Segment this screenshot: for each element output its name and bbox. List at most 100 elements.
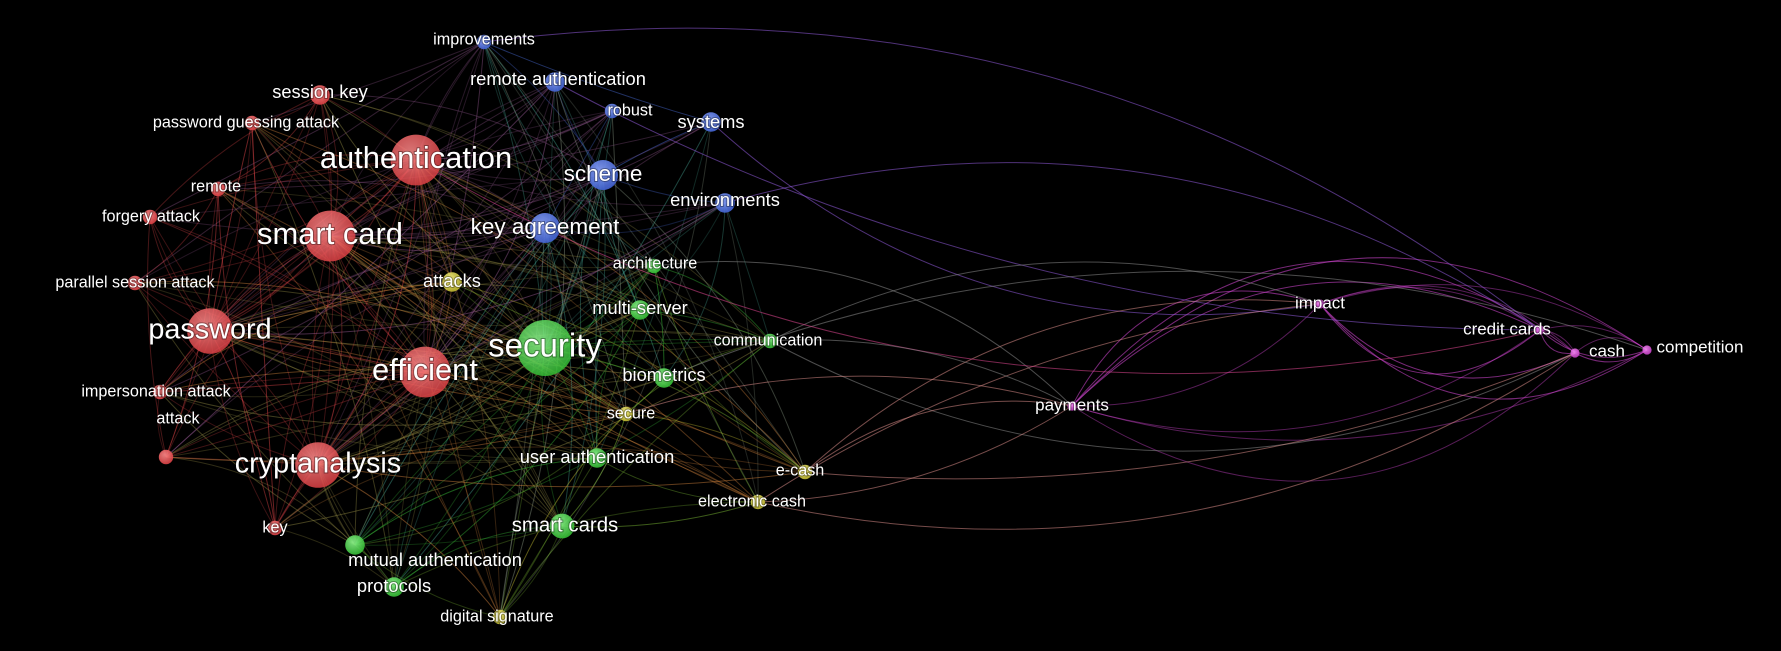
node-attack[interactable] (158, 449, 174, 465)
node-payments[interactable] (1067, 401, 1077, 411)
label-communication[interactable]: communication (713, 330, 824, 350)
link-3-32 (251, 122, 395, 588)
link-2-7 (217, 94, 321, 190)
node-cryptanalysis[interactable] (295, 442, 341, 488)
link-23-25 (165, 456, 598, 465)
link-19-32 (393, 371, 426, 588)
label-key-agreement[interactable]: key agreement (470, 213, 622, 240)
label-remote[interactable]: remote (190, 176, 242, 196)
node-robust[interactable] (604, 103, 620, 119)
label-impersonation-attack[interactable]: impersonation attack (80, 381, 232, 401)
label-session-key[interactable]: session key (271, 80, 369, 103)
node-secure[interactable] (618, 406, 634, 422)
node-attacks[interactable] (442, 272, 462, 292)
node-electronic-cash[interactable] (750, 494, 766, 510)
node-smart-card[interactable] (304, 210, 356, 262)
node-competition[interactable] (1642, 345, 1652, 355)
node-protocols[interactable] (384, 577, 404, 597)
node-key[interactable] (267, 520, 283, 536)
label-security[interactable]: security (487, 326, 603, 365)
label-remote-authentication[interactable]: remote authentication (469, 67, 647, 90)
link-6-22 (159, 159, 417, 393)
label-attacks[interactable]: attacks (422, 269, 482, 292)
node-architecture[interactable] (646, 258, 662, 274)
label-cryptanalysis[interactable]: cryptanalysis (234, 447, 402, 481)
label-smart-card[interactable]: smart card (256, 215, 404, 252)
link-18-20 (544, 340, 771, 349)
label-biometrics[interactable]: biometrics (621, 363, 706, 386)
label-competition[interactable]: competition (1656, 336, 1745, 357)
node-impact[interactable] (1315, 299, 1325, 309)
label-forgery-attack[interactable]: forgery attack (101, 206, 202, 226)
label-robust[interactable]: robust (607, 100, 654, 120)
label-secure[interactable]: secure (606, 403, 657, 423)
node-systems[interactable] (701, 112, 721, 132)
label-multi-server[interactable]: multi-server (591, 296, 688, 319)
label-key[interactable]: key (261, 517, 289, 537)
node-key-agreement[interactable] (530, 213, 560, 243)
label-smart-cards[interactable]: smart cards (511, 513, 620, 537)
node-smart-cards[interactable] (549, 513, 575, 539)
label-parallel-session-attack[interactable]: parallel session attack (54, 272, 216, 292)
link-19-9 (424, 202, 726, 373)
node-improvements[interactable] (476, 34, 492, 50)
link-2-18 (319, 94, 546, 349)
label-password-guessing-attack[interactable]: password guessing attack (152, 112, 341, 132)
label-authentication[interactable]: authentication (319, 139, 513, 176)
node-forgery-attack[interactable] (142, 209, 158, 225)
label-efficient[interactable]: efficient (371, 351, 479, 388)
node-efficient[interactable] (399, 346, 451, 398)
node-e-cash[interactable] (797, 464, 813, 480)
link-18-32 (393, 347, 546, 588)
label-mutual-authentication[interactable]: mutual authentication (347, 548, 523, 571)
link-17-25 (209, 330, 598, 459)
node-session-key[interactable] (310, 85, 330, 105)
label-improvements[interactable]: improvements (432, 29, 536, 49)
label-environments[interactable]: environments (669, 188, 781, 211)
node-password-guessing-attack[interactable] (244, 115, 260, 131)
node-parallel-session-attack[interactable] (127, 275, 143, 291)
node-mutual-authentication[interactable] (345, 535, 365, 555)
link-14-24 (134, 280, 627, 415)
link-20-29 (274, 340, 771, 529)
node-security[interactable] (517, 320, 573, 376)
node-user-authentication[interactable] (587, 448, 607, 468)
link-2-22 (159, 94, 321, 393)
node-communication[interactable] (762, 333, 778, 349)
label-scheme[interactable]: scheme (563, 160, 644, 187)
link-4-25 (579, 110, 613, 459)
link-2-13 (319, 94, 655, 267)
node-multi-server[interactable] (630, 300, 650, 320)
label-e-cash[interactable]: e-cash (775, 460, 826, 480)
label-credit-cards[interactable]: credit cards (1462, 318, 1552, 339)
label-systems[interactable]: systems (676, 110, 745, 133)
label-impact[interactable]: impact (1294, 292, 1346, 313)
link-10-23 (147, 216, 167, 458)
node-remote-authentication[interactable] (545, 72, 565, 92)
node-cash[interactable] (1570, 348, 1580, 358)
link-6-27 (415, 159, 806, 473)
link-30-31 (354, 525, 563, 546)
label-user-authentication[interactable]: user authentication (519, 445, 675, 468)
label-electronic-cash[interactable]: electronic cash (697, 491, 807, 511)
node-password[interactable] (187, 308, 233, 354)
node-remote[interactable] (210, 181, 226, 197)
label-payments[interactable]: payments (1034, 394, 1110, 415)
link-26-1 (317, 81, 556, 466)
label-attack[interactable]: attack (155, 408, 201, 428)
node-digital-signature[interactable] (492, 609, 508, 625)
label-architecture[interactable]: architecture (612, 253, 699, 273)
node-environments[interactable] (715, 193, 735, 213)
node-credit-cards[interactable] (1535, 325, 1545, 335)
link-0-14 (134, 41, 485, 284)
node-authentication[interactable] (390, 134, 442, 186)
label-cash[interactable]: cash (1588, 340, 1626, 361)
node-impersonation-attack[interactable] (152, 384, 168, 400)
node-scheme[interactable] (588, 160, 618, 190)
label-password[interactable]: password (147, 313, 272, 347)
label-protocols[interactable]: protocols (356, 574, 432, 597)
label-digital-signature[interactable]: digital signature (439, 606, 554, 626)
link-13-31 (354, 265, 655, 546)
node-biometrics[interactable] (654, 368, 674, 388)
link-19-4 (424, 110, 613, 373)
